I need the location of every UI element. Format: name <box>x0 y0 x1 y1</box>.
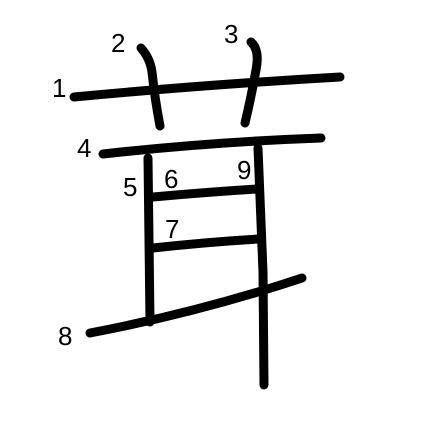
stroke-1 <box>69 72 345 102</box>
stroke-6 <box>148 184 262 202</box>
stroke-number-5: 5 <box>123 172 137 202</box>
stroke-3 <box>240 37 262 128</box>
stroke-number-7: 7 <box>165 214 179 244</box>
stroke-number-6: 6 <box>164 164 178 194</box>
stroke-number-2: 2 <box>111 28 125 58</box>
stroke-8 <box>85 273 307 338</box>
stroke-4 <box>98 133 326 159</box>
stroke-number-1: 1 <box>52 73 66 103</box>
stroke-2 <box>136 43 165 131</box>
stroke-number-3: 3 <box>224 19 238 49</box>
stroke-number-4: 4 <box>77 133 91 163</box>
stroke-9 <box>253 143 269 390</box>
stroke-5 <box>143 153 155 327</box>
stroke-number-8: 8 <box>58 321 72 351</box>
stroke-7 <box>148 234 264 253</box>
stroke-number-9: 9 <box>237 155 251 185</box>
